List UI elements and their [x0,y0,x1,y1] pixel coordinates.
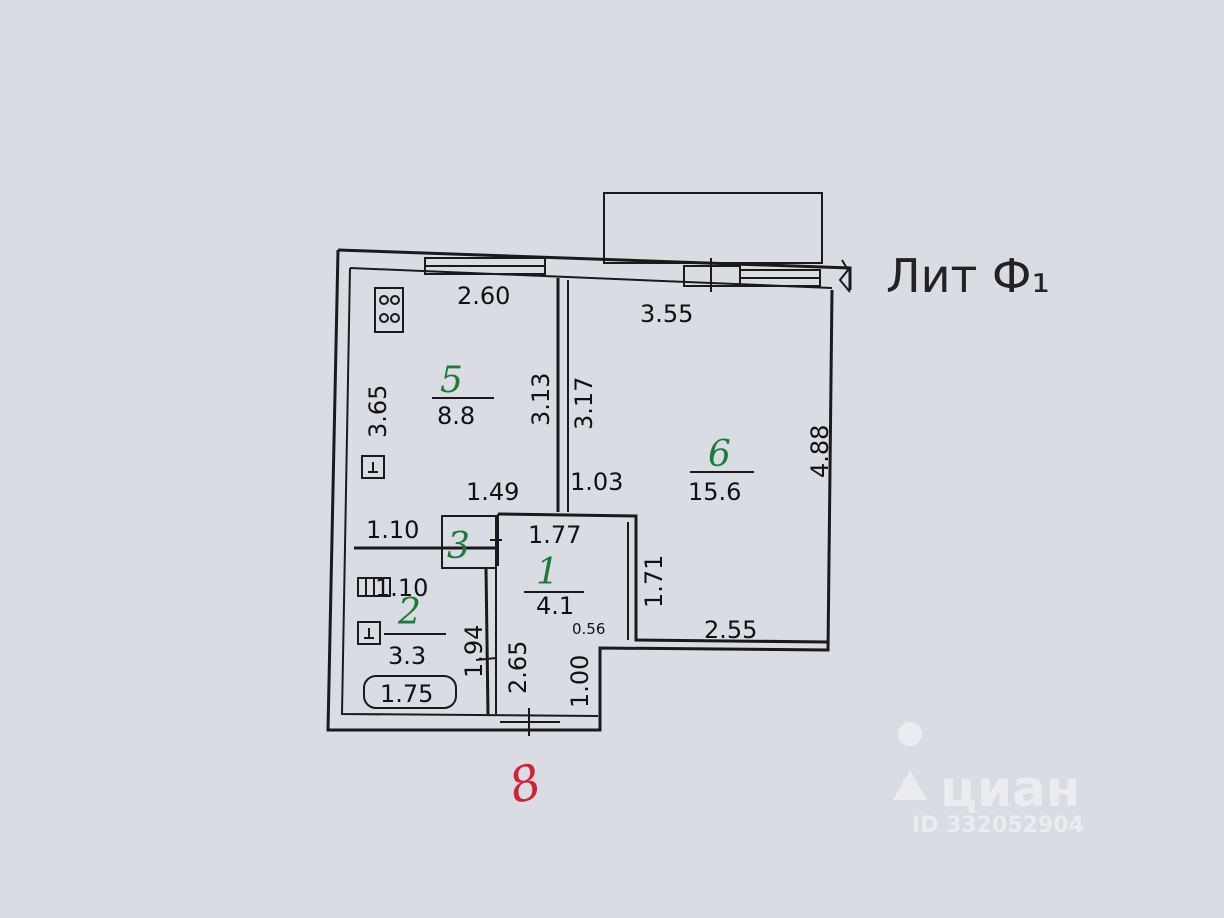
dim-room6-bottom: 2.55 [704,616,757,644]
bath-partition [484,567,490,715]
dim-corridor-left: 1.49 [466,478,519,506]
balcony [603,192,823,264]
dim-hall-small: 0.56 [572,620,605,638]
room-number-6: 6 [708,434,731,475]
inner-wall-line [340,267,833,717]
room-area-5: 8.8 [437,402,475,430]
dim-hall-length: 2.65 [504,641,532,694]
dim-room6-length: 4.88 [806,425,834,478]
break-mark [838,259,851,293]
balcony-door [683,258,741,292]
stove-icon [374,287,404,333]
dim-room6-width: 3.55 [640,300,693,328]
room-area-2: 3.3 [388,642,426,670]
dim-corridor-right: 1.03 [570,468,623,496]
room-area-1: 4.1 [536,592,574,620]
room-number-1: 1 [536,552,559,593]
dim-room5-length: 3.65 [364,385,392,438]
entrance-mark: 8 [503,753,547,815]
dim-bath-length: 1.94 [460,625,488,678]
window-room-6 [739,269,821,287]
watermark-brand: циан [940,760,1080,818]
lit-label: Лит Ф₁ [886,249,1050,303]
room-number-5: 5 [440,360,463,401]
bathtub-icon [363,675,457,709]
hall-wall [497,512,829,644]
dim-entry-offset: 1.00 [566,655,594,708]
dim-room6-partition: 3.17 [570,377,598,430]
dim-closet-width: 1.10 [366,516,419,544]
toilet-icon [357,577,391,597]
entrance-door [500,708,560,736]
room-area-6: 15.6 [688,478,741,506]
dim-room5-width: 2.60 [457,282,510,310]
kitchen-sink-icon [361,455,385,479]
dim-room5-partition: 3.13 [527,373,555,426]
dim-bathtub: 1.75 [380,680,433,708]
room-number-2: 2 [397,592,421,633]
dim-hall-step: 1.71 [640,555,668,608]
cian-logo-icon [893,722,927,800]
room-number-3: 3 [447,526,470,567]
dim-bath-width: 1.10 [375,574,428,602]
tick-mark [475,657,497,661]
outer-wall [326,248,852,732]
dim-hall-top: 1.77 [528,521,581,549]
window-room-5 [424,257,546,275]
wash-basin-icon [357,621,381,645]
watermark-id: ID 332052904 [912,813,1084,838]
